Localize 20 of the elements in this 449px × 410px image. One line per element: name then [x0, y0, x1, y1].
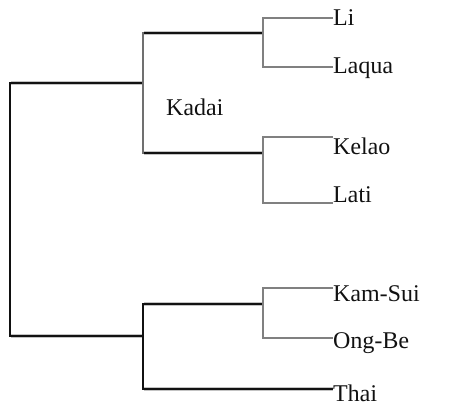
language-label: Laqua — [333, 52, 393, 80]
language-label: Ong-Be — [333, 327, 409, 355]
tree-branch-line — [144, 152, 262, 154]
language-label: Kam-Sui — [333, 280, 420, 308]
tree-branch-line — [144, 32, 262, 34]
tree-branch-line — [264, 337, 333, 339]
language-label: Thai — [333, 380, 377, 408]
language-label: Li — [333, 4, 354, 32]
tree-branch-line — [264, 136, 333, 138]
tree-branch-line — [264, 17, 333, 19]
tree-branch-line — [11, 82, 142, 84]
language-label: Kelao — [333, 133, 390, 161]
tree-branch-line — [144, 302, 262, 306]
tree-branch-line — [264, 202, 333, 204]
tree-branch-line — [264, 66, 333, 68]
clade-label: Kadai — [166, 94, 224, 122]
tree-branch-line — [144, 388, 333, 390]
language-label: Lati — [333, 181, 372, 209]
tree-branch-line — [264, 287, 333, 289]
tree-branch-line — [11, 334, 142, 338]
